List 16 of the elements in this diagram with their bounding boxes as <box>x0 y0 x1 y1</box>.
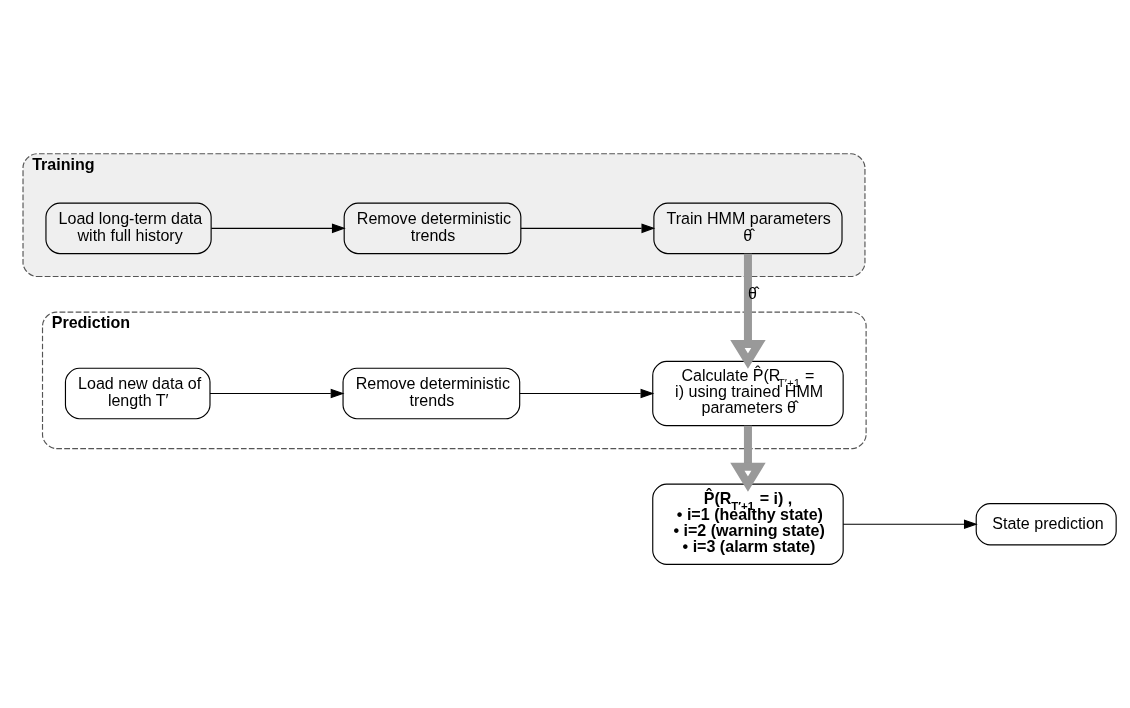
arrow <box>209 388 345 398</box>
node-box: Load long-term data with full history <box>45 202 212 254</box>
node-box: State prediction <box>975 502 1117 545</box>
edge-label: θ̂ <box>747 283 757 302</box>
node-box: Train HMM parameters θ̂ <box>653 202 843 254</box>
arrow <box>842 518 978 529</box>
node-box: P̂(R$_{T′+1}$ = i) , • i=1 (healthy state) • i=2 (warning state) • i=3 (alarm state) <box>652 483 844 565</box>
arrow <box>210 223 346 233</box>
arrow <box>519 388 655 398</box>
arrow <box>730 425 766 492</box>
node-box: Calculate P̂(R$_{T′+1}$ = i) using trained HMM parameters θ̂ <box>652 360 844 426</box>
arrow <box>730 253 766 369</box>
node-box: Load new data of length T′ <box>64 367 211 419</box>
node-box: Remove deterministic trends <box>342 367 521 419</box>
arrow <box>520 223 656 233</box>
node-box: Remove deterministic trends <box>343 202 522 254</box>
